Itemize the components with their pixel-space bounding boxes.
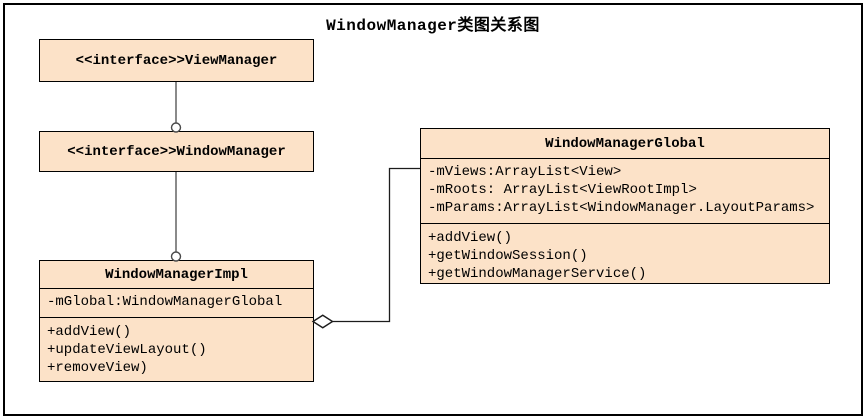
class-box-viewmanager[interactable]: <<interface>>ViewManager [39,39,314,82]
methods-compartment: +addView() +getWindowSession() +getWindo… [421,223,829,282]
attributes-compartment: -mGlobal:WindowManagerGlobal [40,288,313,317]
methods-compartment: +addView() +updateViewLayout() +removeVi… [40,317,313,380]
class-box-windowmanagerimpl[interactable]: WindowManagerImpl -mGlobal:WindowManager… [39,260,314,382]
method-item: +addView() [47,324,132,340]
method-item: +getWindowSession() [428,248,588,264]
class-box-windowmanagerglobal[interactable]: WindowManagerGlobal -mViews:ArrayList<Vi… [420,128,830,284]
attributes-compartment: -mViews:ArrayList<View> -mRoots: ArrayLi… [421,158,829,223]
class-title-windowmanager: <<interface>>WindowManager [67,143,286,160]
class-title-windowmanagerimpl: WindowManagerImpl [105,266,248,283]
class-box-windowmanager[interactable]: <<interface>>WindowManager [39,131,314,172]
class-title-viewmanager: <<interface>>ViewManager [75,52,278,69]
attribute-item: -mRoots: ArrayList<ViewRootImpl> [428,182,697,198]
method-item: +getWindowManagerService() [428,266,647,282]
attribute-item: -mViews:ArrayList<View> [428,164,622,180]
method-item: +addView() [428,230,513,246]
attribute-item: -mParams:ArrayList<WindowManager.LayoutP… [428,200,815,216]
class-title-windowmanagerglobal: WindowManagerGlobal [545,135,705,152]
diagram-title: WindowManager类图关系图 [326,17,540,35]
method-item: +updateViewLayout() [47,342,207,358]
method-item: +removeView) [47,360,148,376]
attribute-item: -mGlobal:WindowManagerGlobal [47,294,283,310]
